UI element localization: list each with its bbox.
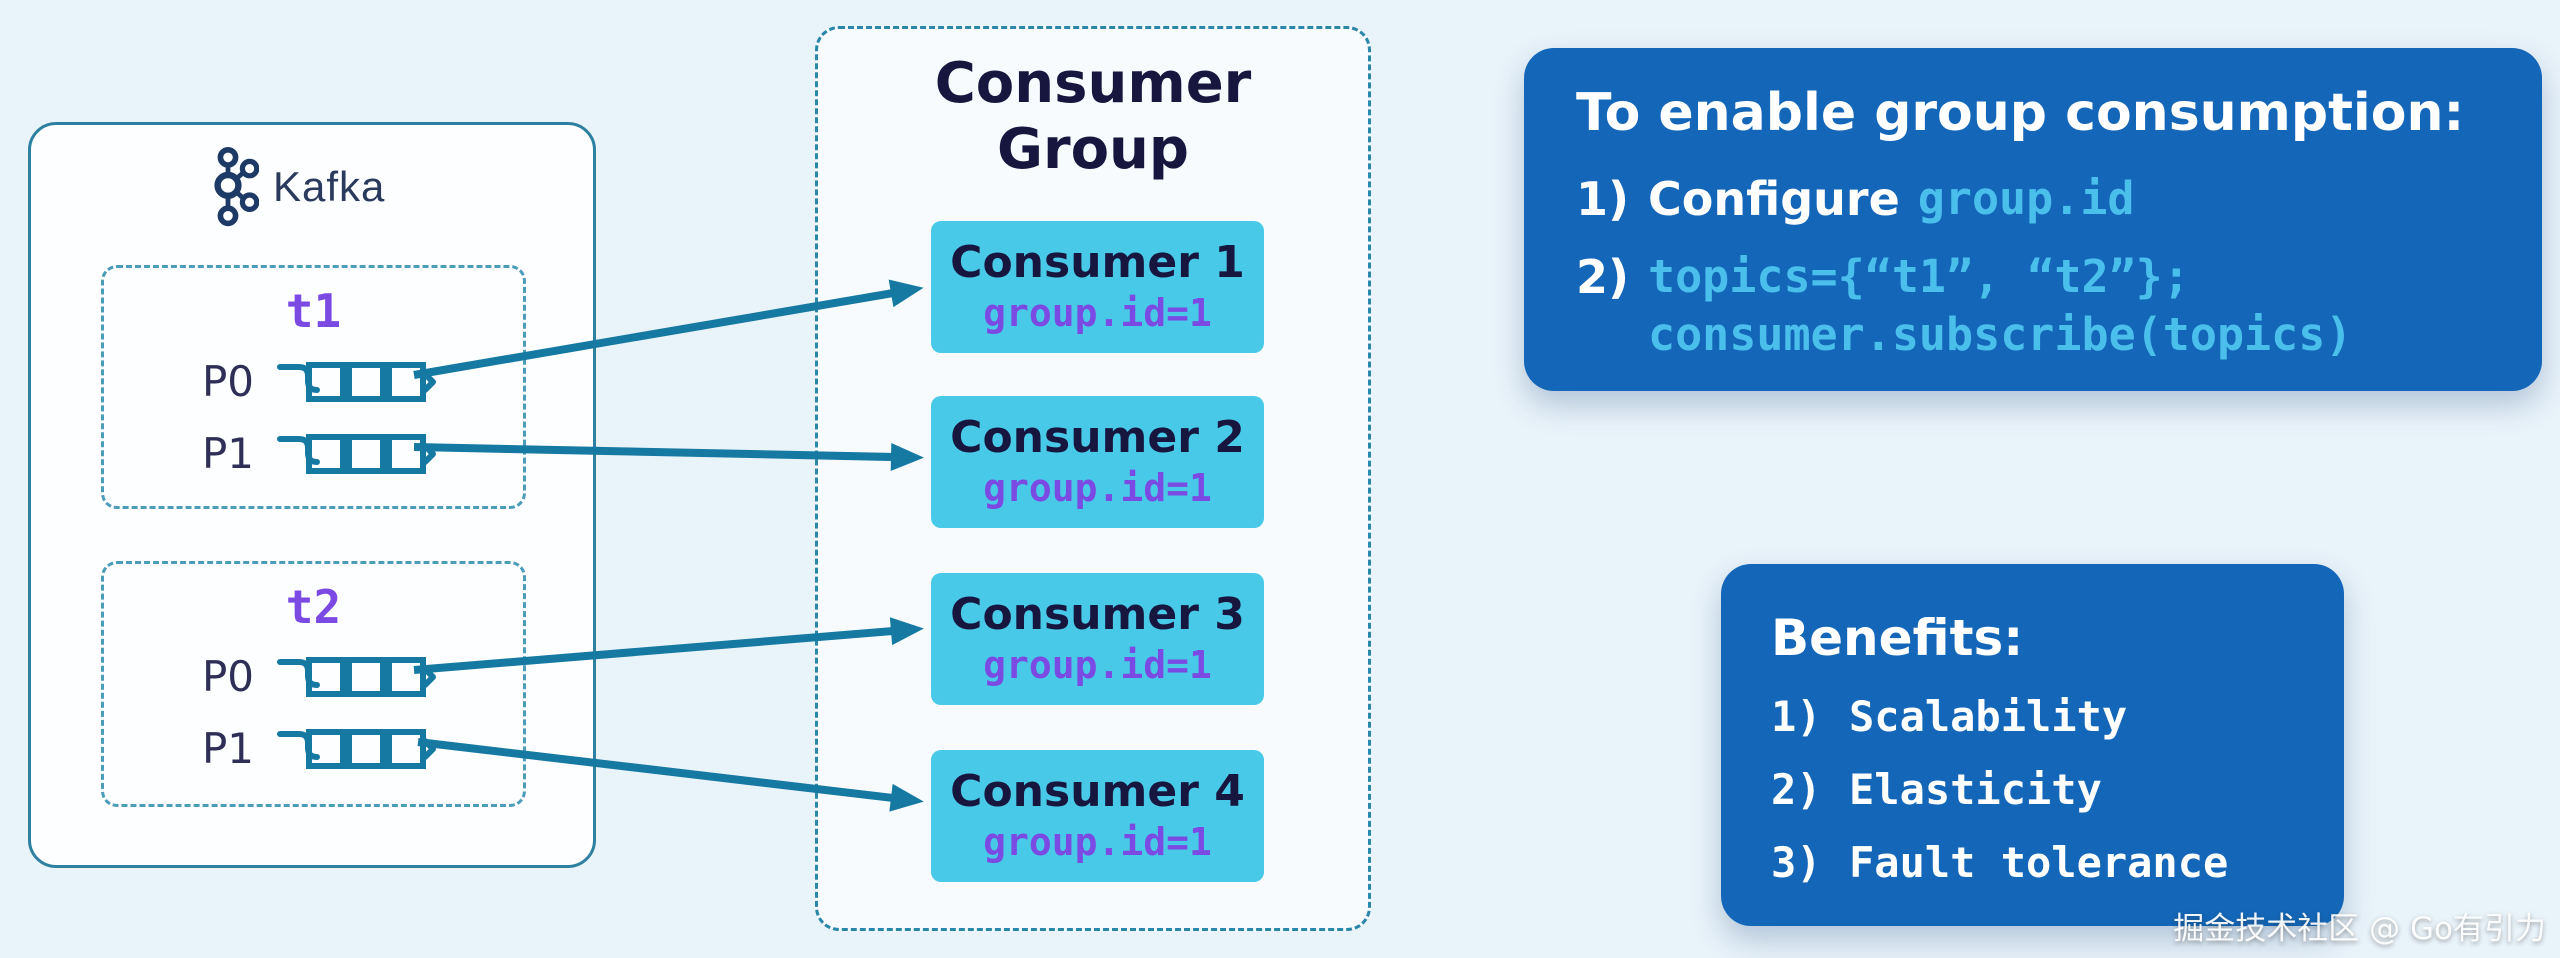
topic-box-t1: t1 P0 P1 <box>101 265 526 509</box>
kafka-logo-icon <box>214 147 259 227</box>
consumer-group-id: group.id=1 <box>983 643 1212 688</box>
partition-queue-icon <box>277 656 436 697</box>
partition-row-t2-p0: P0 <box>174 652 436 701</box>
partition-row-t1-p1: P1 <box>174 429 436 478</box>
step-code-line: topics={“t1”, “t2”}; <box>1648 250 2190 303</box>
step-text: Configure <box>1648 172 1900 226</box>
partition-queue-icon <box>277 361 436 402</box>
consumer-label: Consumer 3 <box>950 588 1245 640</box>
consumer-group-id: group.id=1 <box>983 466 1212 511</box>
benefit-number: 2) <box>1771 765 1822 814</box>
benefit-item-2: 2) Elasticity <box>1771 766 2294 814</box>
benefit-number: 3) <box>1771 838 1822 887</box>
consumer-card-4: Consumer 4 group.id=1 <box>931 750 1264 882</box>
partition-label: P1 <box>201 429 254 478</box>
partition-row-t1-p0: P0 <box>174 357 436 406</box>
step-code-block: topics={“t1”, “t2”}; consumer.subscribe(… <box>1648 248 2352 364</box>
step-number: 1) <box>1576 172 1630 226</box>
benefit-text: Elasticity <box>1849 765 2102 814</box>
kafka-header: Kafka <box>213 147 385 227</box>
step-code-line: consumer.subscribe(topics) <box>1648 308 2353 361</box>
enable-group-consumption-box: To enable group consumption: 1) Configur… <box>1524 48 2542 391</box>
enable-box-title: To enable group consumption: <box>1576 83 2465 143</box>
consumer-group-id: group.id=1 <box>983 820 1212 865</box>
partition-label: P1 <box>201 724 254 773</box>
step-number: 2) <box>1576 250 1630 304</box>
benefit-text: Fault tolerance <box>1849 838 2229 887</box>
partition-queue-icon <box>277 728 436 769</box>
consumer-label: Consumer 2 <box>950 411 1245 463</box>
benefits-box: Benefits: 1) Scalability 2) Elasticity 3… <box>1721 564 2344 926</box>
enable-step-2: 2) topics={“t1”, “t2”}; consumer.subscri… <box>1576 248 2490 364</box>
benefit-item-3: 3) Fault tolerance <box>1771 839 2294 887</box>
consumer-label: Consumer 4 <box>950 765 1245 817</box>
consumer-card-1: Consumer 1 group.id=1 <box>931 221 1264 353</box>
consumer-card-2: Consumer 2 group.id=1 <box>931 396 1264 528</box>
partition-queue-icon <box>277 433 436 474</box>
kafka-label: Kafka <box>273 163 386 210</box>
benefit-number: 1) <box>1771 692 1822 741</box>
benefit-text: Scalability <box>1849 692 2128 741</box>
consumer-label: Consumer 1 <box>950 236 1245 288</box>
enable-step-1: 1) Configure group.id <box>1576 170 2490 228</box>
partition-row-t2-p1: P1 <box>174 724 436 773</box>
watermark: 掘金技术社区 @ Go有引力 <box>2173 911 2546 947</box>
partition-label: P0 <box>201 357 254 406</box>
consumer-card-3: Consumer 3 group.id=1 <box>931 573 1264 705</box>
consumer-group-title: Consumer Group <box>934 51 1252 183</box>
consumer-group-panel: Consumer Group Consumer 1 group.id=1 Con… <box>815 26 1371 931</box>
benefits-title: Benefits: <box>1771 609 2024 667</box>
benefit-item-1: 1) Scalability <box>1771 693 2294 741</box>
topic-box-t2: t2 P0 P1 <box>101 561 526 807</box>
kafka-broker-panel: Kafka t1 P0 P1 <box>28 122 596 868</box>
step-code: group.id <box>1917 172 2135 225</box>
consumer-group-id: group.id=1 <box>983 291 1212 336</box>
topic-title-t2: t2 <box>285 580 342 634</box>
topic-title-t1: t1 <box>285 284 342 338</box>
partition-label: P0 <box>201 652 254 701</box>
